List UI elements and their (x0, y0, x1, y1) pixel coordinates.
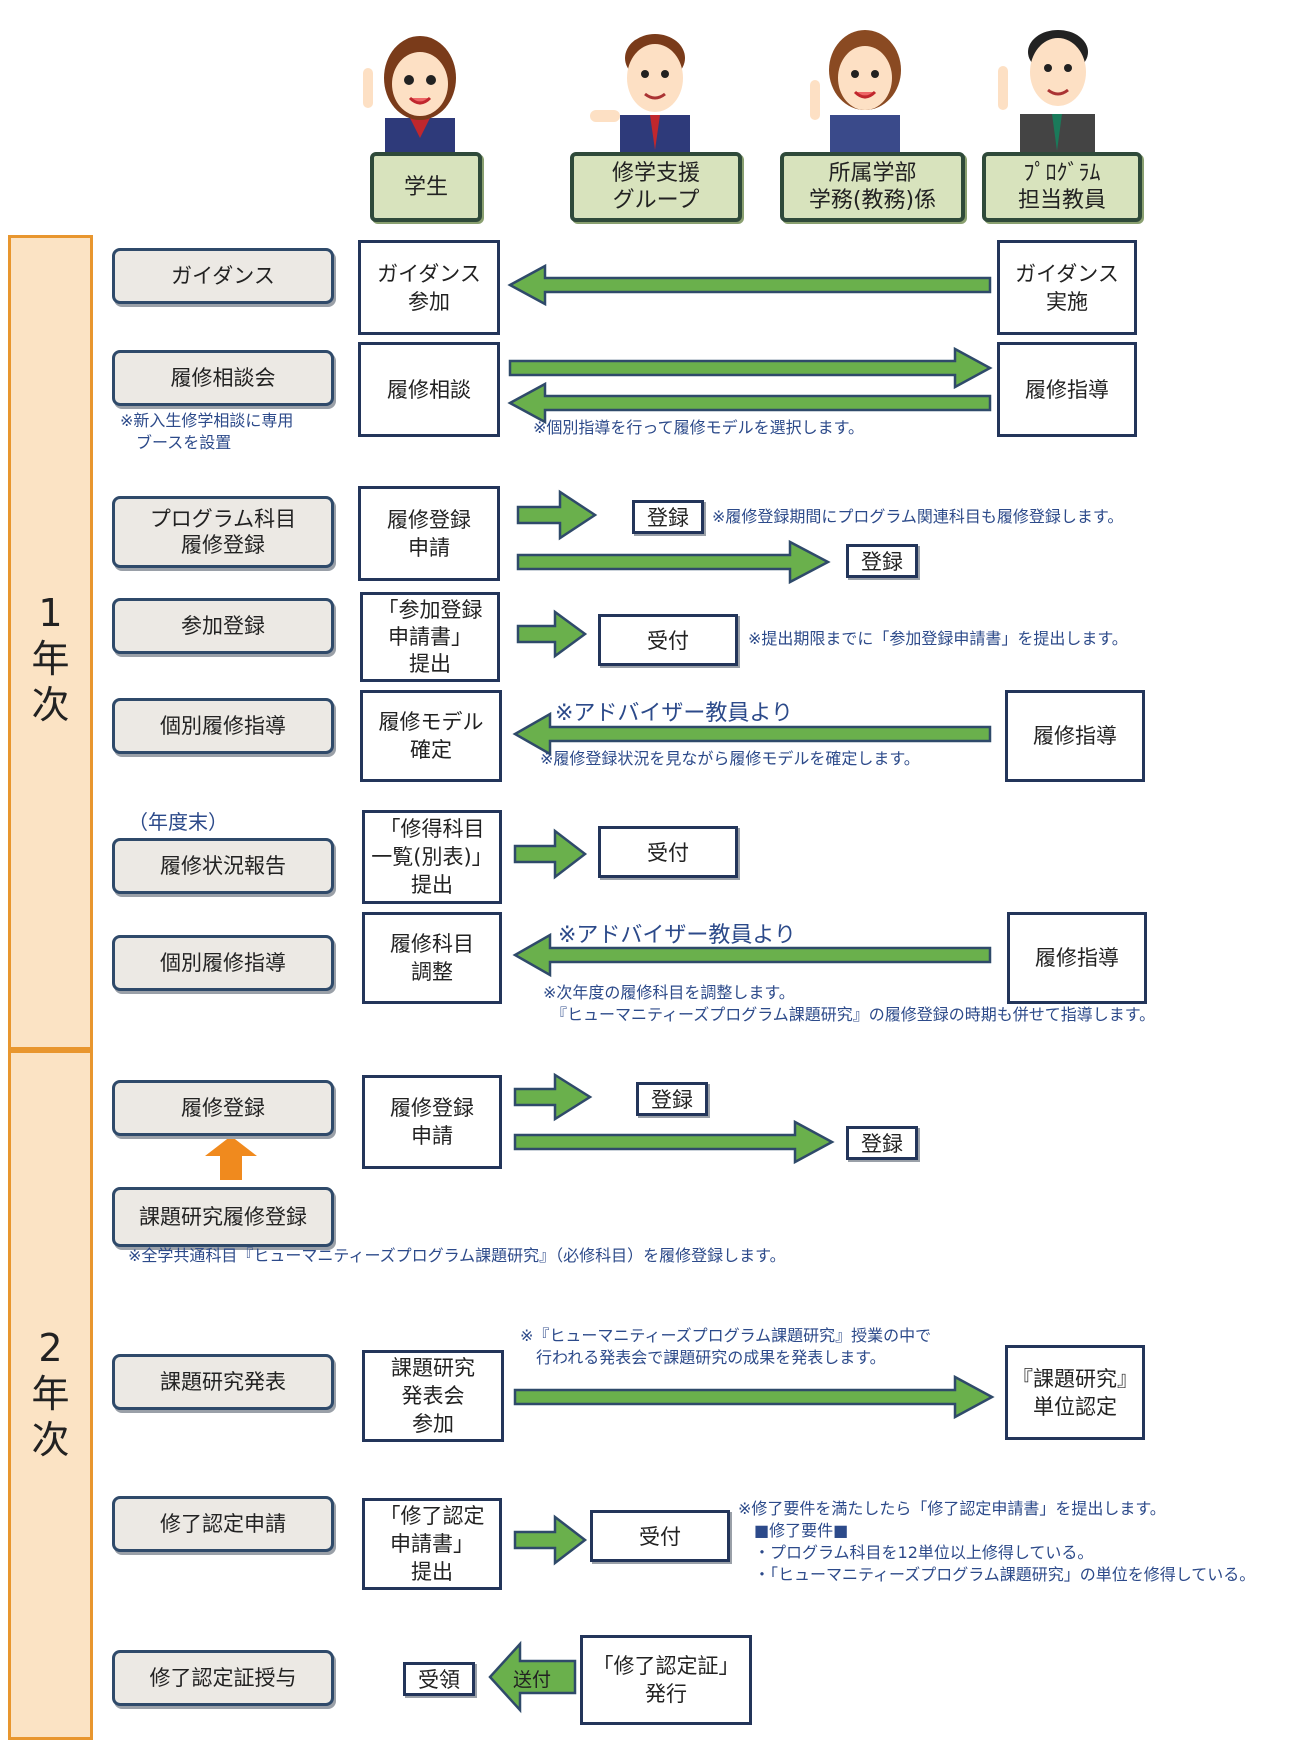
step-indiv-1: 個別履修指導 (112, 698, 334, 754)
step-guidance: ガイダンス (112, 248, 334, 304)
arrow-guidance (507, 263, 992, 307)
box-credit: 『課題研究』 単位認定 (1005, 1345, 1145, 1440)
note-confirm: ※履修登録状況を見ながら履修モデルを確定します。 (540, 749, 920, 768)
arrow-cert-apply (513, 1514, 588, 1566)
teacher-character-icon (998, 30, 1095, 158)
step-program-reg: プログラム科目 履修登録 (112, 496, 334, 568)
box-reg-done-2: 登録 (846, 544, 918, 578)
role-office: 所属学部 学務(教務)係 (780, 152, 965, 222)
box-consult-guide: 履修指導 (997, 342, 1137, 437)
label-send: 送付 (513, 1669, 552, 1691)
box-guide-2: 履修指導 (1005, 690, 1145, 782)
box-reg2-apply: 履修登録 申請 (362, 1075, 502, 1169)
box-guide-3: 履修指導 (1007, 912, 1147, 1004)
step-research-pres: 課題研究発表 (112, 1354, 334, 1410)
step-status: 履修状況報告 (112, 838, 334, 894)
box-join-form: 「参加登録 申請書」 提出 (360, 592, 500, 682)
box-guidance-join: ガイダンス 参加 (358, 240, 500, 335)
note-join: ※提出期限までに「参加登録申請書」を提出します。 (748, 629, 1128, 648)
step-research-reg: 課題研究履修登録 (112, 1187, 334, 1247)
year2-band (8, 1050, 93, 1740)
arrow-join-reg (516, 609, 588, 659)
step-join-reg: 参加登録 (112, 598, 334, 654)
arrow-send (488, 1640, 577, 1714)
note-booth: ※新入生修学相談に専用 ブースを設置 (120, 411, 294, 452)
box-reg-apply: 履修登録 申請 (358, 486, 500, 581)
student-character-icon (363, 36, 456, 158)
box-adjust: 履修科目 調整 (362, 912, 502, 1004)
note-adviser-2: ※アドバイザー教員より (558, 923, 796, 948)
box-pres-join: 課題研究 発表会 参加 (362, 1350, 504, 1442)
arrow-consult-left (507, 381, 992, 425)
arrow-research-up (205, 1136, 257, 1180)
year1-label: 1 年 次 (31, 591, 70, 727)
box-reg2-done-2: 登録 (846, 1126, 918, 1160)
box-consult: 履修相談 (358, 342, 500, 437)
label-year-end: （年度末） (128, 810, 228, 834)
arrow-program-reg-long (516, 539, 831, 585)
note-presentation: ※『ヒューマニティーズプログラム課題研究』授業の中で 行われる発表会で課題研究の… (520, 1326, 932, 1367)
note-common: ※全学共通科目『ヒューマニティーズプログラム課題研究』（必修科目）を履修登録しま… (128, 1246, 786, 1265)
arrow-program-reg-short (516, 489, 598, 541)
step-consult: 履修相談会 (112, 350, 334, 406)
step-indiv-2: 個別履修指導 (112, 935, 334, 991)
box-accept-3: 受付 (590, 1510, 730, 1562)
box-accept-2: 受付 (598, 826, 738, 878)
role-student: 学生 (370, 152, 482, 222)
support-staff-character-icon (590, 34, 690, 158)
note-program: ※履修登録期間にプログラム関連科目も履修登録します。 (712, 507, 1124, 526)
arrow-indiv2 (512, 932, 992, 978)
year2-label: 2 年 次 (31, 1326, 70, 1462)
note-model-select: ※個別指導を行って履修モデルを選択します。 (533, 418, 865, 437)
box-receive: 受領 (403, 1662, 475, 1696)
box-cert-issue: 「修了認定証」 発行 (580, 1635, 752, 1725)
box-guidance-do: ガイダンス 実施 (997, 240, 1137, 335)
arrow-presentation (513, 1374, 995, 1420)
box-reg2-done-1: 登録 (636, 1082, 708, 1116)
step-reg-2: 履修登録 (112, 1080, 334, 1136)
role-support-group: 修学支援 グループ (570, 152, 742, 222)
box-model: 履修モデル 確定 (360, 690, 502, 782)
arrow-indiv1 (512, 711, 992, 757)
role-program-teacher: ﾌﾟﾛｸﾞﾗﾑ 担当教員 (982, 152, 1142, 222)
arrow-consult-right (508, 346, 993, 390)
box-accept-1: 受付 (598, 614, 738, 666)
box-reg-done-1: 登録 (632, 500, 704, 534)
box-cert-form: 「修了認定 申請書」 提出 (362, 1498, 502, 1590)
arrow-reg2-short (513, 1072, 593, 1122)
step-cert-grant: 修了認定証授与 (112, 1650, 334, 1706)
office-staff-character-icon (810, 30, 901, 158)
arrow-status (513, 828, 588, 880)
note-cert: ※修了要件を満たしたら「修了認定申請書」を提出します。 ■修了要件■ ・プログラ… (738, 1499, 1256, 1584)
step-cert-apply: 修了認定申請 (112, 1496, 334, 1552)
year1-band (8, 235, 93, 1050)
note-adviser-1: ※アドバイザー教員より (555, 701, 793, 726)
box-list-form: 「修得科目 一覧(別表)」 提出 (362, 810, 502, 904)
note-adjust: ※次年度の履修科目を調整します。 『ヒューマニティーズプログラム課題研究』の履修… (543, 983, 1156, 1024)
arrow-reg2-long (513, 1119, 835, 1165)
